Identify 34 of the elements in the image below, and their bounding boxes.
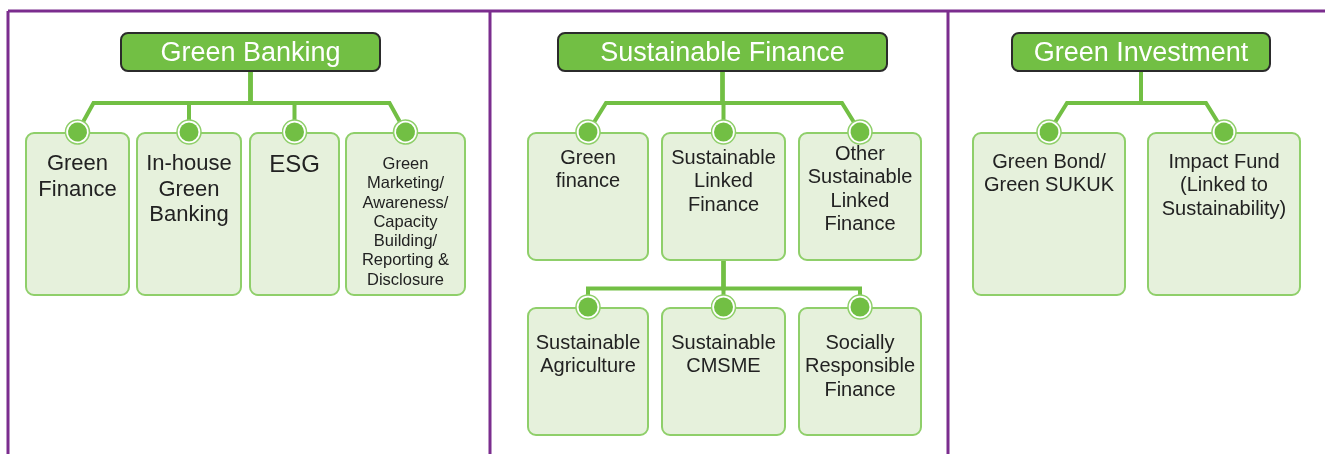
connector-line — [1139, 72, 1237, 145]
heading-label: Sustainable Finance — [600, 36, 845, 68]
category-box — [345, 132, 466, 296]
category-box — [25, 132, 130, 296]
category-box — [1147, 132, 1301, 296]
box-label: Green Bond/ Green SUKUK — [982, 150, 1116, 197]
box-label: Green finance — [554, 146, 622, 193]
category-heading-box — [1011, 32, 1271, 72]
category-box — [798, 307, 922, 436]
category-box — [972, 132, 1126, 296]
category-box — [661, 307, 786, 436]
connector-line — [721, 261, 873, 320]
category-box — [249, 132, 340, 296]
box-label: Socially Responsible Finance — [803, 331, 917, 402]
box-label: Sustainable Linked Finance — [670, 146, 777, 217]
connector-line — [720, 72, 873, 145]
category-box — [798, 132, 922, 261]
box-label: ESG — [269, 150, 320, 179]
box-label: Green Finance — [37, 150, 118, 202]
category-heading-box — [557, 32, 888, 72]
box-label: Sustainable Agriculture — [534, 331, 642, 378]
box-label: Sustainable CMSME — [670, 331, 777, 378]
connector-line — [248, 72, 419, 145]
category-box — [527, 132, 649, 261]
category-heading-box — [120, 32, 381, 72]
box-label: Green Marketing/ Awareness/ Capacity Building/ Reporting & Disclosure — [360, 154, 451, 290]
box-label: In-house Green Banking — [145, 150, 233, 228]
heading-label: Green Banking — [160, 36, 341, 68]
category-box — [136, 132, 242, 296]
heading-label: Green Investment — [1033, 36, 1249, 68]
category-box — [661, 132, 786, 261]
box-label: Impact Fund (Linked to Sustainability) — [1160, 150, 1288, 221]
category-box — [527, 307, 649, 436]
box-label: Other Sustainable Linked Finance — [806, 142, 914, 236]
